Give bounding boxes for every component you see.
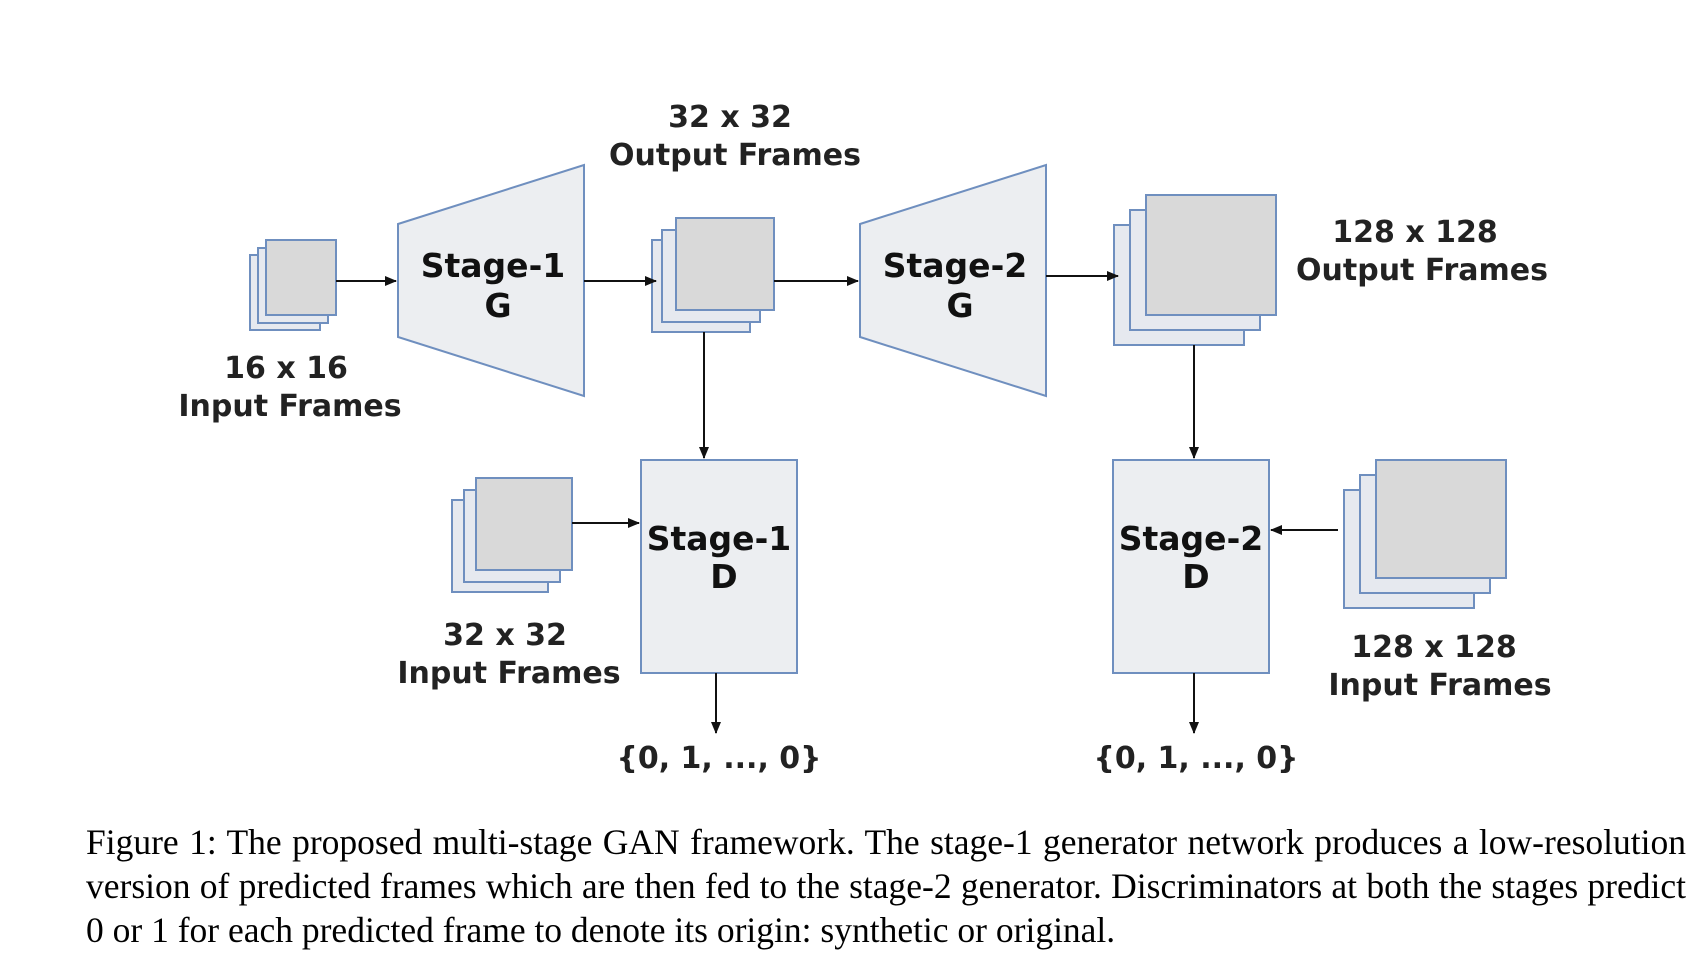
stage1-discriminator: Stage-1 D: [640, 459, 798, 674]
gan-framework-diagram: 16 x 16 Input Frames Stage-1 G 32 x 32 O…: [178, 100, 1551, 776]
svg-text:D: D: [1182, 557, 1209, 596]
output-frames-128-stack: [1113, 194, 1277, 346]
input-frames-128-size: 128 x 128: [1351, 630, 1516, 665]
stage2-discriminator-output: {0, 1, ..., 0}: [1093, 741, 1298, 776]
input-frames-16-caption: Input Frames: [178, 389, 401, 424]
svg-text:Stage-1: Stage-1: [647, 519, 791, 558]
output-frames-32-size: 32 x 32: [668, 100, 792, 135]
svg-text:D: D: [710, 557, 737, 596]
output-frames-32-stack: [651, 217, 775, 333]
svg-text:Stage-1: Stage-1: [421, 246, 565, 285]
output-frames-128-size: 128 x 128: [1332, 215, 1497, 250]
svg-text:Stage-2: Stage-2: [883, 246, 1027, 285]
input-frames-32-stack: [451, 477, 573, 593]
output-frames-128-caption: Output Frames: [1296, 253, 1548, 288]
stage2-generator: Stage-2 G: [859, 163, 1047, 398]
input-frames-32-size: 32 x 32: [443, 618, 567, 653]
svg-text:G: G: [946, 286, 973, 325]
output-frames-32-caption: Output Frames: [609, 138, 861, 173]
input-frames-128-caption: Input Frames: [1328, 668, 1551, 703]
input-frames-16-stack: [249, 239, 337, 331]
input-frames-32-caption: Input Frames: [397, 656, 620, 691]
stage1-discriminator-output: {0, 1, ..., 0}: [616, 741, 821, 776]
input-frames-16-size: 16 x 16: [224, 351, 348, 386]
stage2-discriminator: Stage-2 D: [1112, 459, 1270, 674]
figure-caption: Figure 1: The proposed multi-stage GAN f…: [86, 822, 1686, 950]
svg-text:Stage-2: Stage-2: [1119, 519, 1263, 558]
stage1-generator: Stage-1 G: [397, 163, 585, 398]
svg-text:G: G: [484, 286, 511, 325]
input-frames-128-stack: [1343, 459, 1507, 609]
